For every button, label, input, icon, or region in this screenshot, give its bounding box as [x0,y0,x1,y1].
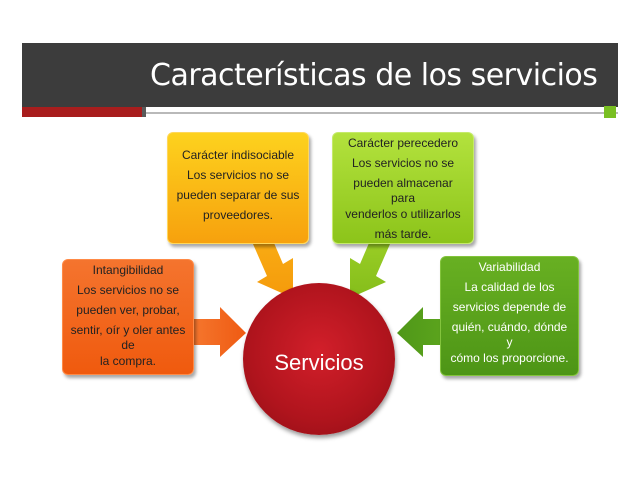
box-perecedero-text: venderlos o utilizarlos [345,207,461,221]
box-intangibilidad-text: la compra. [99,354,157,368]
box-intangibilidad-heading: Intangibilidad [92,263,164,277]
title-bar [22,43,618,107]
box-perecedero-heading: Carácter perecedero [347,136,459,150]
arrow-from-intangibilidad [190,307,246,357]
box-variabilidad-text: quién, cuándo, dónde [451,320,568,334]
box-intangibilidad: Intangibilidad Los servicios no se puede… [62,259,194,375]
center-label: Servicios [274,350,364,375]
arrow-from-variabilidad [397,307,453,357]
box-intangibilidad-text: pueden ver, probar, [76,303,180,317]
box-indisociable-heading: Carácter indisociable [181,148,295,162]
box-perecedero-text: para [390,191,416,205]
center-circle [243,283,395,435]
slide-title: Características de los servicios [150,58,598,93]
box-variabilidad-text: cómo los proporcione. [450,351,569,365]
box-indisociable-text: Los servicios no se [186,168,290,182]
box-indisociable-text: pueden separar de sus [176,188,300,202]
box-intangibilidad-text: de [121,338,135,352]
box-perecedero-text: Los servicios no se [351,156,455,170]
box-intangibilidad-text: sentir, oír y oler antes [70,323,186,337]
title-accent-green-square [604,106,616,118]
box-variabilidad-text: y [506,335,513,349]
title-accent-red [22,107,142,117]
box-indisociable-text: proveedores. [202,208,274,222]
box-variabilidad-text: servicios depende de [452,300,567,314]
box-indisociable: Carácter indisociable Los servicios no s… [167,132,309,244]
box-perecedero: Carácter perecedero Los servicios no se … [332,132,474,244]
arrow-from-perecedero [350,236,390,298]
box-variabilidad: Variabilidad La calidad de los servicios… [440,256,579,376]
title-accent-line [146,112,618,114]
box-perecedero-text: más tarde. [374,227,432,241]
box-intangibilidad-text: Los servicios no se [76,283,180,297]
title-accent-gray [142,107,146,117]
box-variabilidad-text: La calidad de los [464,280,555,294]
arrow-from-indisociable [253,236,293,298]
box-perecedero-text: pueden almacenar [353,176,453,190]
box-variabilidad-heading: Variabilidad [478,260,541,274]
